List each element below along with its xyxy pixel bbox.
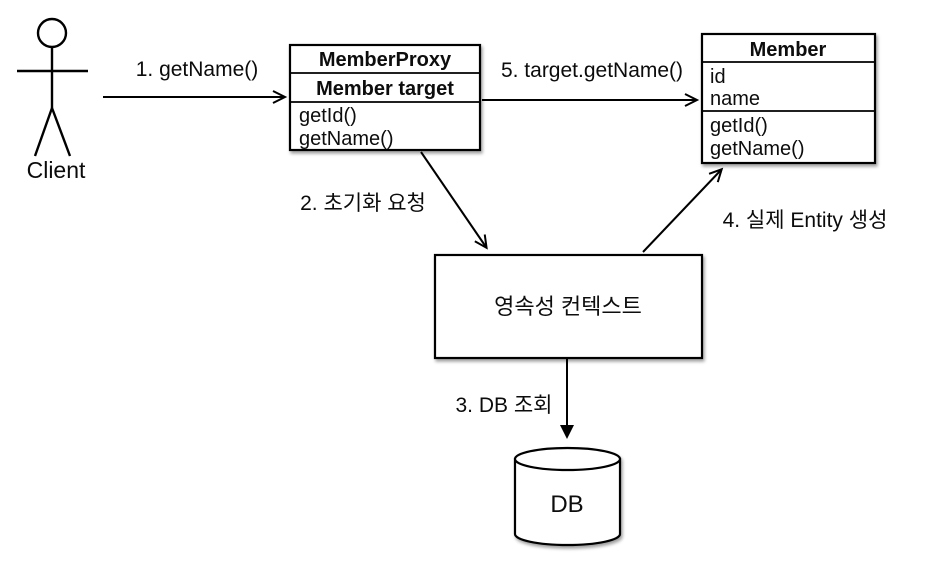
database-cylinder: DB <box>513 446 622 547</box>
arrow-step1-label: 1. getName() <box>136 58 259 81</box>
class-member-proxy-border <box>288 43 482 152</box>
class-member-proxy-field: Member target <box>316 78 454 100</box>
database-cylinder-body <box>513 457 622 547</box>
arrow-step3: 3. DB 조회 <box>456 358 574 439</box>
persistence-context-box: 영속성 컨텍스트 <box>433 253 704 360</box>
persistence-context-label: 영속성 컨텍스트 <box>494 294 642 319</box>
persistence-context-border <box>433 253 704 360</box>
arrow-step2: 2. 초기화 요청 <box>300 151 488 250</box>
class-member-proxy-title: MemberProxy <box>319 49 452 71</box>
arrow-step3-label: 3. DB 조회 <box>456 394 553 417</box>
class-member-border <box>700 32 877 165</box>
class-member-field-name: name <box>710 88 760 110</box>
class-member-method-getname: getName() <box>710 138 804 160</box>
actor-client: Client <box>17 17 88 183</box>
arrow-step4-label: 4. 실제 Entity 생성 <box>723 209 888 232</box>
class-member-method-getid: getId() <box>710 115 768 137</box>
arrow-step4: 4. 실제 Entity 생성 <box>642 167 888 253</box>
arrow-step1: 1. getName() <box>103 58 288 104</box>
actor-left-leg <box>33 107 54 157</box>
actor-label: Client <box>27 157 86 183</box>
class-member-proxy-method-getid: getId() <box>299 105 357 127</box>
arrow-step5: 5. target.getName() <box>482 59 700 107</box>
arrow-step5-label: 5. target.getName() <box>501 59 683 82</box>
class-member: Member id name getId() getName() <box>700 32 877 165</box>
database-cylinder-top <box>513 446 622 472</box>
class-member-proxy-method-getname: getName() <box>299 128 393 150</box>
arrow-step2-line <box>420 151 488 250</box>
class-member-field-id: id <box>710 66 726 88</box>
arrow-step2-label: 2. 초기화 요청 <box>300 192 426 215</box>
arrow-step4-line <box>642 167 724 253</box>
actor-right-leg <box>50 107 72 157</box>
database-label: DB <box>550 491 583 518</box>
class-member-proxy: MemberProxy Member target getId() getNam… <box>288 43 482 152</box>
class-member-title: Member <box>750 39 827 61</box>
